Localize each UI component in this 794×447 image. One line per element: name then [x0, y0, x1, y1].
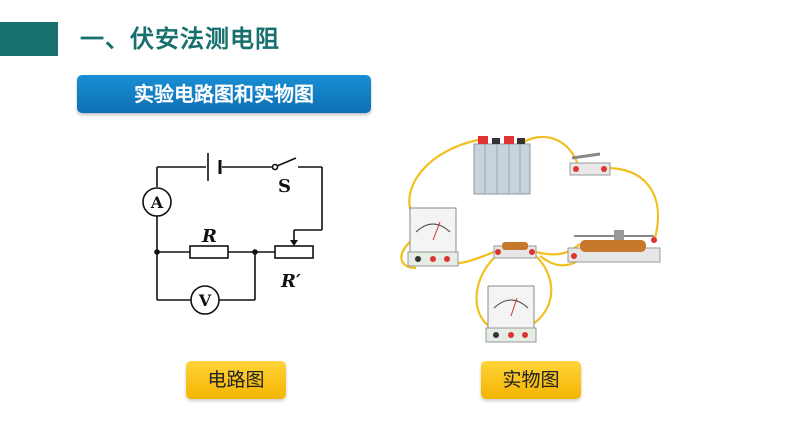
ammeter-label: A [150, 193, 164, 212]
subtitle-text: 实验电路图和实物图 [134, 82, 314, 106]
battery-pack-icon [473, 136, 531, 195]
battery-symbol [207, 153, 222, 181]
ammeter-device-icon [407, 207, 459, 267]
resistor-label: R [201, 226, 217, 247]
rheostat-device-icon [567, 230, 661, 263]
subtitle-banner: 实验电路图和实物图 [77, 75, 371, 113]
circuit-diagram-caption: 电路图 [186, 361, 286, 399]
voltmeter-symbol: V [190, 285, 220, 315]
switch-symbol [271, 157, 297, 171]
junction-dot [154, 249, 160, 255]
corner-accent-bar [0, 22, 58, 56]
switch-label: S [278, 176, 291, 197]
physical-diagram-caption: 实物图 [481, 361, 581, 399]
knife-switch-icon [569, 152, 611, 176]
resistor-device-icon [493, 242, 537, 259]
page-title: 一、伏安法测电阻 [80, 25, 280, 53]
rheostat-label: R′ [280, 271, 301, 292]
voltmeter-device-icon [485, 285, 537, 343]
rheostat-symbol [274, 240, 314, 259]
junction-dot [252, 249, 258, 255]
resistor-symbol [189, 245, 229, 259]
voltmeter-label: V [198, 291, 212, 310]
ammeter-symbol: A [142, 187, 172, 217]
apparatus-illustration [400, 135, 661, 343]
